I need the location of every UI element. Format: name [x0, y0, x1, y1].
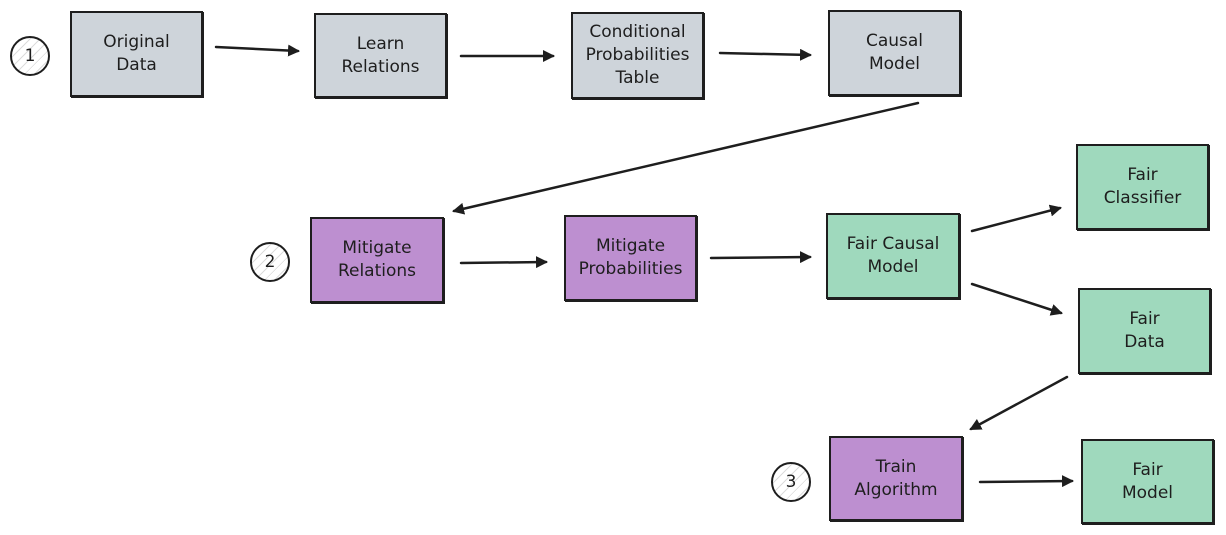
node-fair-causal-model: Fair Causal Model: [826, 213, 960, 299]
arrow-original-to-learn: [214, 44, 300, 57]
node-causal-model: Causal Model: [828, 10, 961, 96]
step-3-marker: 3: [771, 462, 811, 502]
arrow-probabilities-to-fair-causal: [709, 251, 812, 264]
node-learn-relations: Learn Relations: [314, 13, 447, 98]
node-mitigate-relations: Mitigate Relations: [310, 217, 444, 303]
arrow-mitigate-relations-to-probabilities: [459, 256, 548, 269]
arrow-fair-data-to-train: [969, 375, 1069, 431]
arrow-train-to-fair-model: [978, 475, 1074, 488]
node-mitigate-probabilities: Mitigate Probabilities: [564, 215, 697, 301]
node-train-algorithm: Train Algorithm: [829, 436, 963, 521]
node-conditional-probabilities-table: Conditional Probabilities Table: [571, 12, 704, 99]
arrow-fair-causal-to-classifier: [970, 204, 1062, 233]
arrow-causal-to-mitigate-relations: [452, 101, 920, 215]
step-2-marker: 2: [250, 242, 290, 282]
arrow-fair-causal-to-data: [970, 282, 1063, 316]
step-1-marker: 1: [10, 36, 50, 76]
node-fair-data: Fair Data: [1078, 288, 1211, 374]
node-original-data: Original Data: [70, 11, 203, 97]
arrow-cpt-to-causal: [718, 48, 812, 61]
node-fair-model: Fair Model: [1081, 439, 1214, 524]
node-fair-classifier: Fair Classifier: [1076, 144, 1209, 230]
